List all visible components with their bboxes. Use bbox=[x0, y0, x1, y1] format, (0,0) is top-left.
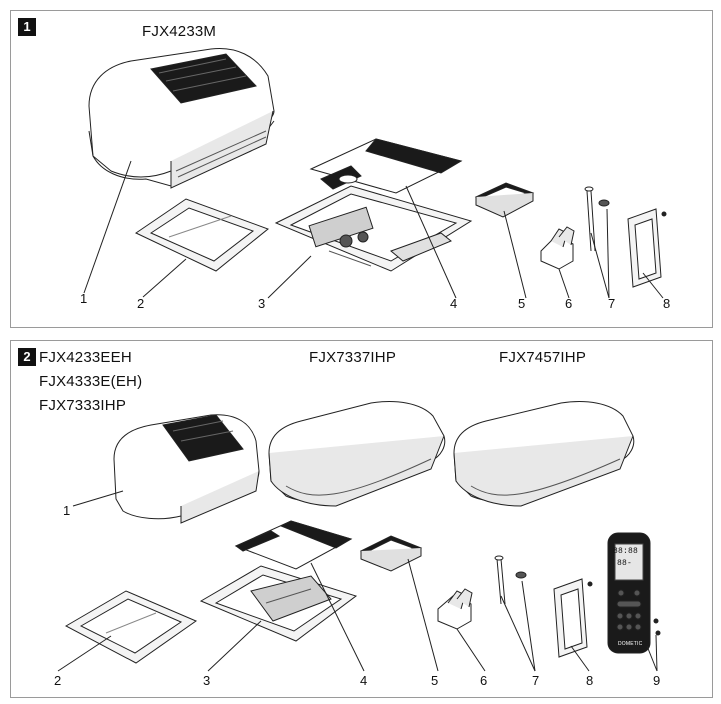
part-number-2: 2 bbox=[137, 296, 145, 311]
part-number-3: 3 bbox=[258, 296, 266, 311]
part-number-6: 6 bbox=[565, 296, 573, 311]
part-number-1: 1 bbox=[63, 503, 71, 518]
panel-number-badge: 1 bbox=[18, 18, 36, 36]
model-label: FJX4233M bbox=[142, 23, 217, 40]
panel-number-badge: 2 bbox=[18, 348, 36, 366]
leader-lines bbox=[58, 491, 657, 671]
model-label: FJX4233EEH bbox=[39, 349, 132, 366]
clamp-illustration bbox=[438, 589, 472, 629]
screw-illustration bbox=[585, 187, 609, 251]
roof-unit-illustration bbox=[269, 402, 445, 506]
part-number-8: 8 bbox=[663, 296, 671, 311]
part-number-6: 6 bbox=[480, 673, 488, 688]
part-number-1: 1 bbox=[80, 291, 88, 306]
part-number-8: 8 bbox=[586, 673, 594, 688]
part-number-5: 5 bbox=[518, 296, 526, 311]
model-label: FJX7337IHP bbox=[309, 349, 397, 366]
gasket-frame-illustration bbox=[66, 591, 196, 663]
inner-cover-illustration bbox=[311, 139, 461, 193]
brand-logo-text: DOMETIC bbox=[618, 641, 643, 647]
model-label: FJX4333E(EH) bbox=[39, 373, 143, 390]
inner-cover-illustration bbox=[236, 521, 351, 569]
gasket-frame-illustration bbox=[136, 199, 268, 271]
bracket-plate-illustration bbox=[554, 579, 592, 657]
roof-unit-illustration bbox=[89, 48, 274, 188]
ceiling-assembly-illustration bbox=[276, 186, 471, 271]
leader-lines bbox=[84, 161, 663, 298]
filter-box-illustration bbox=[476, 183, 533, 217]
part-number-2: 2 bbox=[54, 673, 62, 688]
ceiling-assembly-illustration bbox=[201, 566, 356, 641]
bracket-plate-illustration bbox=[628, 209, 666, 287]
remote-control-illustration bbox=[608, 533, 660, 653]
roof-unit-illustration bbox=[114, 415, 259, 523]
clamp-illustration bbox=[541, 227, 574, 269]
part-number-9: 9 bbox=[653, 673, 661, 688]
part-number-4: 4 bbox=[360, 673, 368, 688]
remote-display-text: 88- bbox=[617, 559, 633, 568]
figure-panel-1: 1 FJX4233M bbox=[10, 10, 713, 328]
remote-display-text: 88:88 bbox=[613, 547, 639, 556]
screw-illustration bbox=[495, 556, 526, 604]
roof-unit-illustration bbox=[454, 402, 634, 506]
part-number-7: 7 bbox=[532, 673, 540, 688]
figure-panel-2: 2 FJX4233EEH FJX4333E(EH) FJX7333IHP FJX… bbox=[10, 340, 713, 698]
model-label: FJX7333IHP bbox=[39, 397, 127, 414]
part-number-3: 3 bbox=[203, 673, 211, 688]
model-label: FJX7457IHP bbox=[499, 349, 587, 366]
part-number-7: 7 bbox=[608, 296, 616, 311]
filter-box-illustration bbox=[361, 536, 421, 571]
exploded-parts-drawing bbox=[11, 341, 712, 697]
part-number-5: 5 bbox=[431, 673, 439, 688]
exploded-parts-drawing bbox=[11, 11, 712, 327]
part-number-4: 4 bbox=[450, 296, 458, 311]
